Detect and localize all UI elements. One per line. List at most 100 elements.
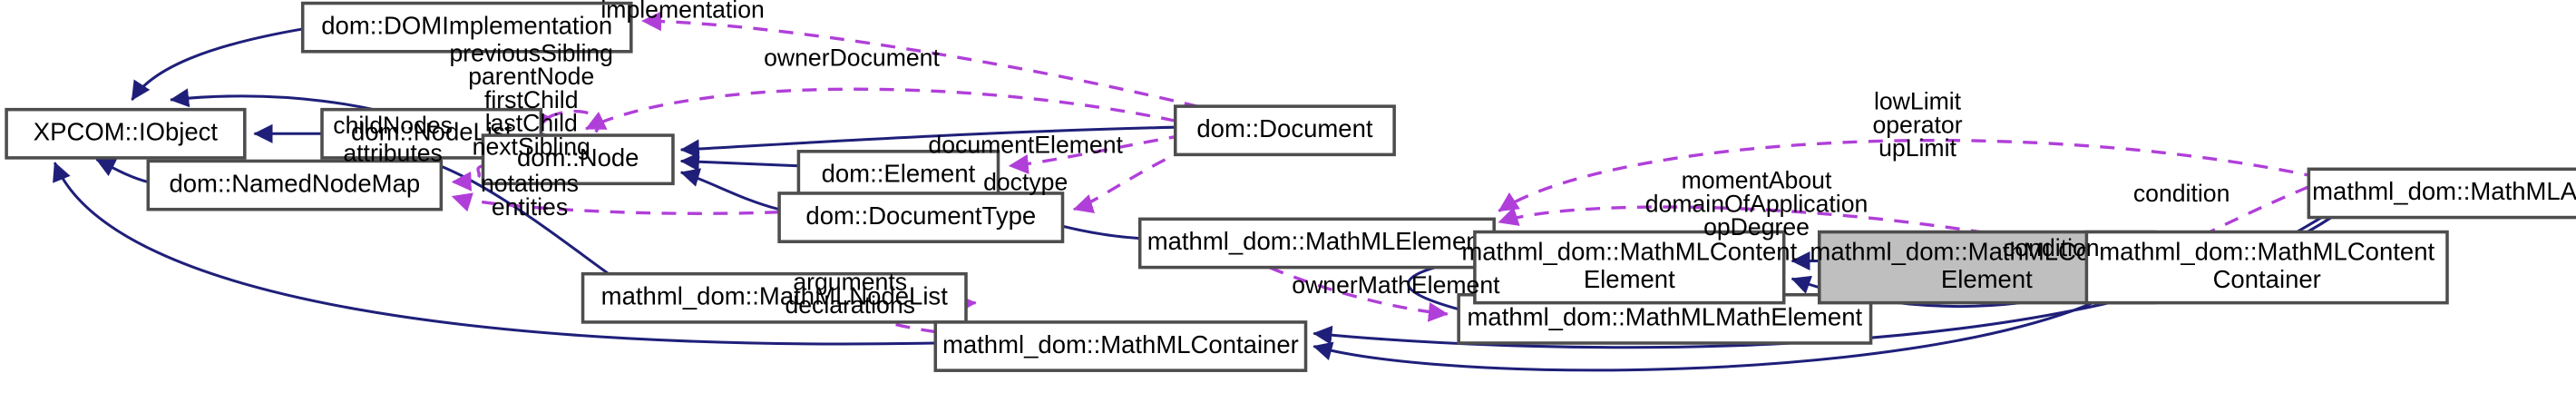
edge-label-text: upLimit: [1878, 134, 1956, 162]
class-node-mathml_applyelement[interactable]: mathml_dom::MathMLApplyElement: [2307, 167, 2576, 220]
edge-ownermathelement: [1223, 243, 1449, 322]
edge-labels: implementation previousSiblingparentNodef…: [333, 0, 2230, 319]
class-node-box: [146, 159, 444, 211]
edge-label-text: lowLimit: [1874, 88, 1962, 115]
class-node-xpcom_iobject[interactable]: XPCOM::IObject: [5, 107, 247, 160]
edge-label-text: documentElement: [928, 132, 1123, 159]
edge-condition-from-apply: [2164, 185, 2309, 256]
class-node-label: Element: [1941, 265, 2033, 293]
class-node-label: dom::Document: [1196, 114, 1372, 142]
class-node-label: mathml_dom::MathMLElement: [1147, 227, 1488, 255]
class-node-dom_domimplementation[interactable]: dom::DOMImplementation: [300, 1, 633, 54]
class-node-label: dom::DOMImplementation: [321, 11, 612, 39]
class-node-label: mathml_dom::MathMLMathElement: [1468, 303, 1863, 331]
edge-documenttype-to-node: [679, 168, 780, 211]
class-node-mathml_nodelist[interactable]: mathml_dom::MathMLNodeList: [581, 271, 968, 324]
edge-label-text: momentAbout: [1682, 167, 1832, 194]
class-node-box: [777, 192, 1065, 243]
class-node-dom_namednodemap[interactable]: dom::NamedNodeMap: [146, 159, 444, 211]
edge-doctype: [1072, 146, 1189, 214]
edge-label-childnodes: childNodes: [333, 112, 453, 139]
edge-lowlimit: [1498, 138, 2319, 212]
edge-notations-entities: [451, 192, 805, 215]
class-node-mathml_container[interactable]: mathml_dom::MathMLContainer: [933, 320, 1308, 372]
class-node-box: [1137, 217, 1496, 270]
class-node-label: dom::Node: [517, 143, 639, 172]
edge-label-text: nextSibling: [473, 133, 590, 160]
class-node-mathml_element[interactable]: mathml_dom::MathMLElement: [1137, 217, 1496, 270]
edge-label-text: ownerMathElement: [1292, 271, 1500, 299]
edge-element-to-node: [679, 152, 799, 172]
edge-label-text: notations: [481, 170, 579, 197]
edge-label-documentelement: documentElement: [928, 132, 1123, 159]
class-node-box: [1473, 230, 1786, 305]
edge-label-text: entities: [492, 193, 568, 221]
edge-label-text: previousSibling: [450, 39, 613, 66]
class-node-dom_documenttype[interactable]: dom::DocumentType: [777, 192, 1065, 243]
class-node-box: [581, 271, 968, 324]
edge-label-text: domainOfApplication: [1645, 190, 1869, 217]
class-node-label: mathml_dom::MathMLContent: [1461, 238, 1797, 266]
class-node-label: mathml_dom::MathMLNodeList: [601, 282, 949, 310]
edge-mathmlcontainer-to-iobject: [53, 162, 936, 346]
edge-implementation: [641, 11, 1225, 114]
edge-label-text: arguments: [793, 268, 907, 295]
edge-label-text: implementation: [600, 0, 764, 23]
class-node-label: dom::Element: [822, 160, 976, 188]
class-node-box: [5, 107, 247, 160]
edge-label-text: childNodes: [333, 112, 453, 139]
class-node-box: [2307, 167, 2576, 220]
class-node-box: [481, 133, 675, 186]
class-node-label: mathml_dom::MathMLContainer: [942, 330, 1299, 359]
class-node-label: dom::DocumentType: [805, 201, 1036, 230]
class-node-label: mathml_dom::MathMLApplyElement: [2312, 177, 2576, 205]
edge-label-ownermathelement: ownerMathElement: [1292, 271, 1500, 299]
edge-label-text: ownerDocument: [764, 44, 940, 72]
edge-namednodemap-to-iobject: [95, 158, 149, 183]
edge-label-text: condition: [2133, 180, 2230, 207]
edge-label-text: doctype: [983, 168, 1068, 195]
edge-mathmlnodelist-to-nodelist: [421, 155, 610, 275]
edge-ownerdocument: [585, 87, 1176, 131]
edge-label-text: lastChild: [485, 110, 578, 137]
edge-label-attributes: attributes: [343, 139, 442, 166]
class-node-label: dom::NamedNodeMap: [169, 169, 420, 197]
edge-label-text: declarations: [785, 291, 915, 319]
edge-attributes: [451, 164, 483, 192]
class-node-label: mathml_dom::MathMLContent: [2099, 238, 2435, 266]
edge-label-text: condition: [2003, 234, 2100, 261]
class-node-label: Element: [1584, 265, 1675, 293]
class-nodes: XPCOM::IObject dom::DOMImplementationdom:…: [5, 1, 2576, 372]
edge-label-text: opDegree: [1703, 213, 1810, 241]
edge-contentcontainer-to-mathmlcontainer: [1312, 301, 2094, 372]
class-node-box: [2084, 230, 2449, 305]
class-node-box: [1173, 104, 1396, 157]
edge-documentelement: [1008, 133, 1184, 174]
class-node-box: [933, 320, 1308, 372]
edge-label-condition_right: condition: [2133, 180, 2230, 207]
edge-document-to-node: [679, 125, 1176, 159]
edge-label-ownerdocument: ownerDocument: [764, 44, 940, 72]
edge-label-doctype: doctype: [983, 168, 1068, 195]
edge-label-text: firstChild: [484, 86, 579, 113]
class-node-box: [300, 1, 633, 54]
edge-label-implementation: implementation: [600, 0, 764, 23]
class-node-dom_document[interactable]: dom::Document: [1173, 104, 1396, 157]
edge-label-text: attributes: [343, 139, 442, 166]
edge-label-condition_left: condition: [2003, 234, 2100, 261]
edge-label-text: operator: [1872, 111, 1962, 138]
class-node-dom_node[interactable]: dom::Node: [481, 133, 675, 186]
edge-label-text: parentNode: [468, 63, 594, 90]
edge-label-node_refs: previousSiblingparentNodefirstChildlastC…: [450, 39, 613, 160]
edge-domimplementation-to-iobject: [131, 27, 303, 101]
class-node-label: XPCOM::IObject: [34, 118, 219, 146]
class-node-label: Container: [2213, 265, 2321, 293]
